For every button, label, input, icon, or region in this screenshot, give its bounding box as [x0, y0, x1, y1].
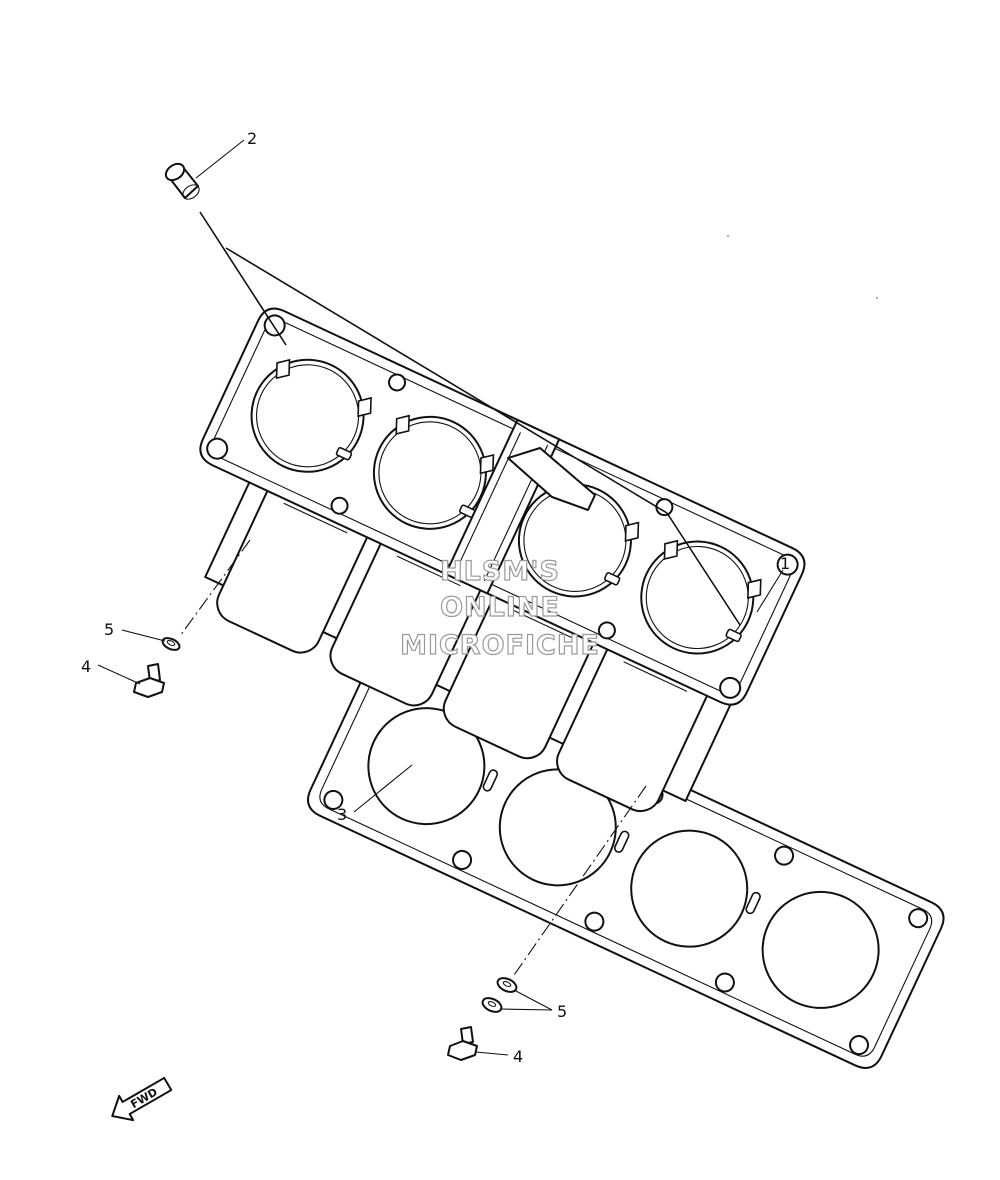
speck-dot: [876, 297, 878, 299]
callout-4-left: 4: [81, 657, 91, 676]
bolt-right: [447, 1026, 478, 1061]
watermark-line-1: HLSM'S: [440, 556, 560, 587]
watermark: HLSM'S ONLINE MICROFICHE: [399, 555, 600, 661]
dowel-pin: [164, 162, 200, 200]
callout-1: 1: [780, 554, 790, 573]
washer-left: [161, 637, 181, 651]
forward-direction-arrow: FWD: [111, 1076, 173, 1122]
callout-5-left: 5: [104, 620, 114, 639]
washer-right-upper: [496, 977, 518, 993]
cylinder-block: [199, 307, 806, 813]
watermark-line-3: MICROFICHE: [400, 630, 600, 661]
callout-3: 3: [337, 805, 347, 824]
callout-5-right: 5: [557, 1002, 567, 1021]
washer-right-lower: [481, 997, 503, 1013]
speck-dot: [727, 235, 729, 237]
leader-lines: [97, 139, 784, 1056]
callout-2: 2: [247, 129, 257, 148]
cylinder-base-gasket: [307, 649, 945, 1069]
watermark-line-2: ONLINE: [440, 592, 560, 623]
bolt-left: [133, 663, 165, 698]
callout-4-right: 4: [513, 1047, 523, 1066]
